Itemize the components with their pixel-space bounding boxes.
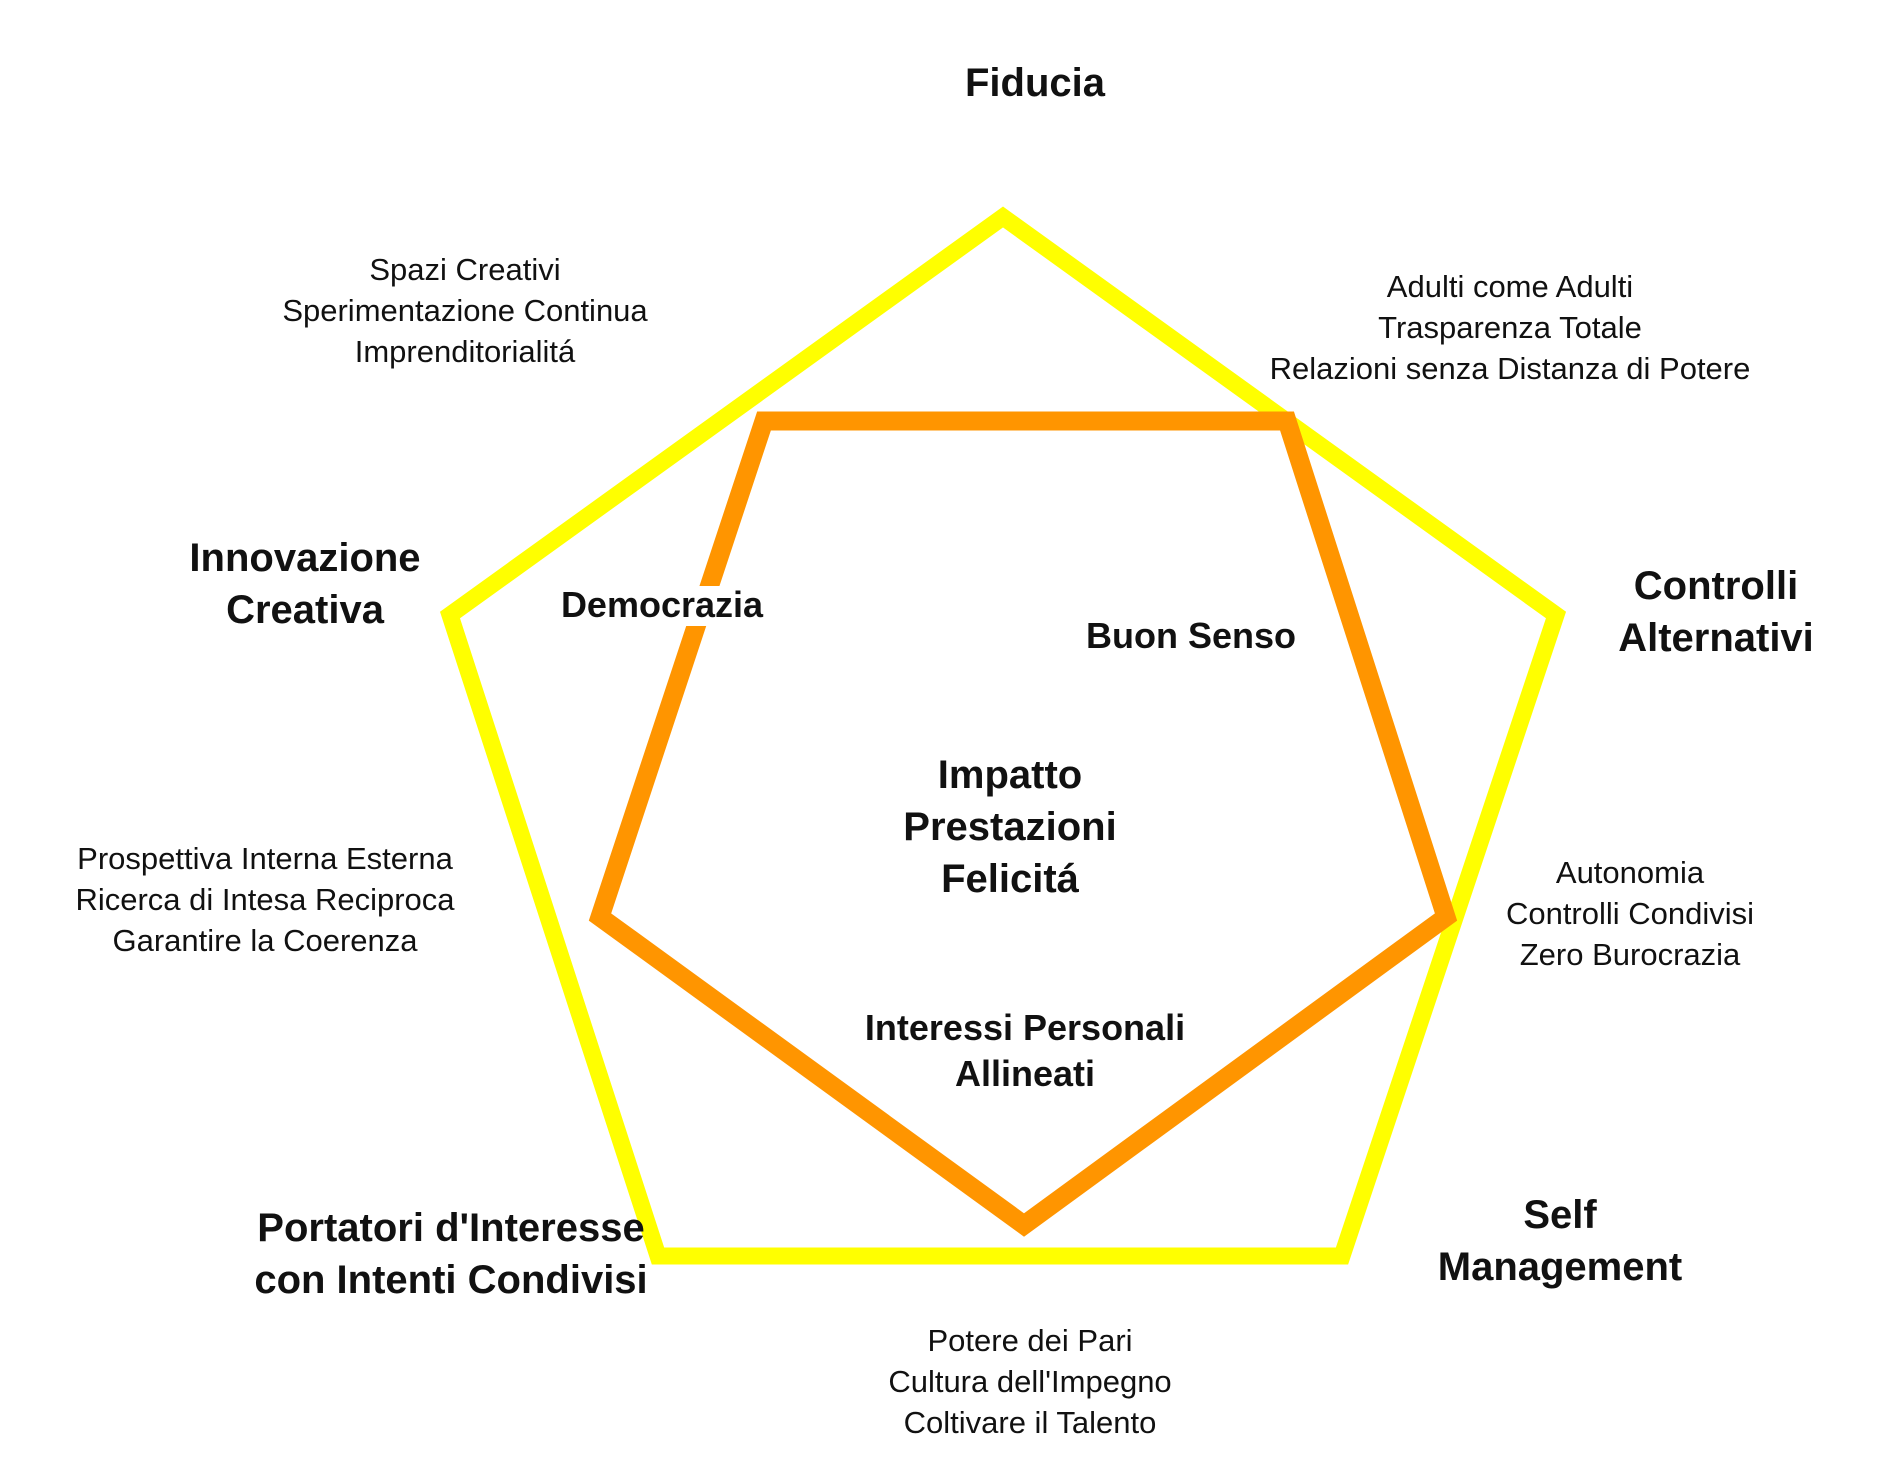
practices-bottom: Potere dei Pari Cultura dell'Impegno Col… bbox=[830, 1320, 1230, 1443]
center-line3: Felicitá bbox=[941, 857, 1079, 901]
pillar-fiducia-text: Fiducia bbox=[964, 61, 1106, 105]
practice-item: Potere dei Pari bbox=[927, 1323, 1133, 1358]
center-line2: Prestazioni bbox=[903, 805, 1117, 849]
practices-top-left: Spazi Creativi Sperimentazione Continua … bbox=[230, 249, 700, 372]
practice-item: Controlli Condivisi bbox=[1505, 896, 1755, 931]
outer-pentagon bbox=[440, 206, 1567, 1265]
interessi-line2: Allineati bbox=[954, 1053, 1096, 1094]
practice-item: Trasparenza Totale bbox=[1378, 310, 1642, 345]
pillar-self-management: Self Management bbox=[1410, 1189, 1710, 1293]
practice-item: Prospettiva Interna Esterna bbox=[77, 841, 453, 876]
practice-item: Cultura dell'Impegno bbox=[888, 1364, 1172, 1399]
practices-top-right: Adulti come Adulti Trasparenza Totale Re… bbox=[1230, 266, 1790, 389]
practices-middle-right: Autonomia Controlli Condivisi Zero Buroc… bbox=[1450, 852, 1810, 975]
pillar-fiducia: Fiducia bbox=[935, 57, 1135, 109]
practice-item: Zero Burocrazia bbox=[1519, 937, 1741, 972]
practice-item: Relazioni senza Distanza di Potere bbox=[1269, 351, 1751, 386]
inner-hexagon bbox=[588, 411, 1458, 1237]
practices-middle-left: Prospettiva Interna Esterna Ricerca di I… bbox=[40, 838, 490, 961]
pillar-portatori-interesse: Portatori d'Interesse con Intenti Condiv… bbox=[226, 1202, 676, 1306]
pillar-innovazione-line1: Innovazione bbox=[189, 536, 421, 580]
inner-label-buon-senso: Buon Senso bbox=[1061, 613, 1321, 659]
pillar-controlli-line2: Alternativi bbox=[1618, 616, 1814, 660]
practice-item: Sperimentazione Continua bbox=[282, 293, 648, 328]
inner-label-interessi-personali: Interessi Personali Allineati bbox=[835, 1005, 1215, 1097]
practice-item: Coltivare il Talento bbox=[903, 1405, 1157, 1440]
practice-item: Autonomia bbox=[1555, 855, 1705, 890]
center-label: Impatto Prestazioni Felicitá bbox=[870, 749, 1150, 905]
pillar-self-line2: Management bbox=[1437, 1245, 1683, 1289]
democrazia-label-backdrop bbox=[552, 586, 772, 626]
pillar-innovazione-line2: Creativa bbox=[226, 588, 384, 632]
pillar-portatori-line1: Portatori d'Interesse bbox=[257, 1206, 645, 1250]
interessi-line1: Interessi Personali bbox=[864, 1007, 1186, 1048]
center-line1: Impatto bbox=[937, 753, 1083, 797]
pillar-innovazione-creativa: Innovazione Creativa bbox=[160, 532, 450, 636]
democrazia-text: Democrazia bbox=[560, 584, 764, 625]
pillar-self-line1: Self bbox=[1523, 1193, 1597, 1237]
inner-label-democrazia: Democrazia bbox=[527, 582, 797, 628]
pillar-controlli-alternativi: Controlli Alternativi bbox=[1586, 560, 1846, 664]
practice-item: Spazi Creativi bbox=[369, 252, 561, 287]
pillar-controlli-line1: Controlli bbox=[1633, 564, 1799, 608]
pillar-portatori-line2: con Intenti Condivisi bbox=[254, 1258, 648, 1302]
practice-item: Ricerca di Intesa Reciproca bbox=[75, 882, 455, 917]
buon-senso-text: Buon Senso bbox=[1085, 615, 1296, 656]
practice-item: Adulti come Adulti bbox=[1386, 269, 1634, 304]
practice-item: Garantire la Coerenza bbox=[112, 923, 418, 958]
practice-item: Imprenditorialitá bbox=[354, 334, 576, 369]
